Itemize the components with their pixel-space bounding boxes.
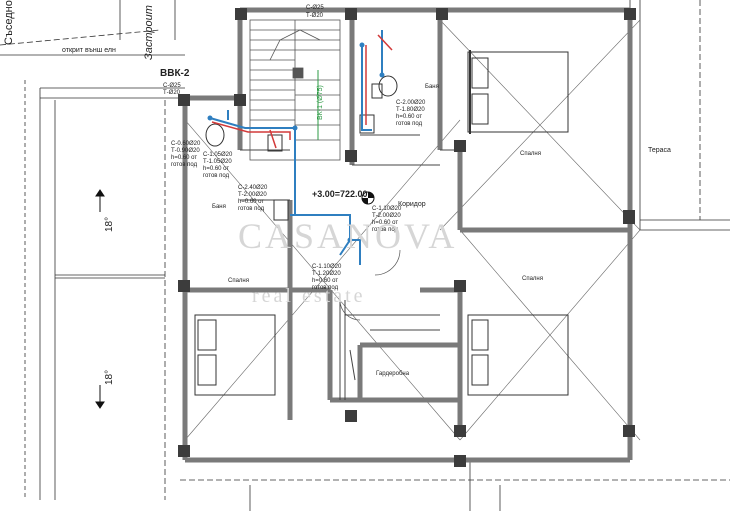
bed-left [194, 314, 276, 396]
label-terrace: Тераса [648, 147, 671, 154]
label-neighbor: Съседно [3, 0, 15, 45]
svg-text:готов под: готов под [312, 285, 339, 291]
fixture-note: С-1.10Ø20 Т-1.20Ø20 h=0.60 от готов под [312, 264, 342, 291]
svg-text:готов под: готов под [238, 206, 265, 212]
label-bedroom-right: Спалня [522, 276, 543, 282]
svg-text:С-0.60Ø20: С-0.60Ø20 [171, 141, 201, 147]
bed-bottom-right [467, 314, 569, 396]
fixture-note: С-1.10Ø20 Т-2.00Ø20 h=0.60 от готов под [372, 206, 402, 233]
svg-text:готов под: готов под [372, 227, 399, 233]
svg-text:h=0.60 от: h=0.60 от [171, 155, 197, 161]
label-top-t: Т-Ø20 [306, 13, 324, 19]
svg-text:h=0.60 от: h=0.60 от [396, 114, 422, 120]
fixture-note: С-2.40Ø20 Т-2.00Ø20 h=0.60 от готов под [238, 185, 268, 212]
svg-text:С-1.05Ø20: С-1.05Ø20 [203, 152, 233, 158]
label-bedroom-top: Спалня [520, 151, 541, 157]
fixture-note: С-1.05Ø20 Т-1.05Ø20 h=0.60 от готов под [203, 152, 233, 179]
pipe-markers [207, 42, 385, 243]
slope-arrows [95, 189, 105, 409]
label-vvk: ВВК-2 [160, 68, 190, 79]
diagonal-lines [184, 19, 641, 441]
elevation-marker [361, 191, 375, 205]
label-built: Застроит [143, 5, 155, 60]
svg-text:Т-2.00Ø20: Т-2.00Ø20 [238, 192, 267, 198]
pipes-hot [211, 34, 393, 149]
label-top-c: С-Ø25 [306, 5, 324, 11]
svg-text:h=0.60 от: h=0.60 от [203, 166, 229, 172]
label-roof-top: 18° [104, 217, 115, 232]
partitions [240, 134, 460, 400]
svg-text:h=0.60 от: h=0.60 от [238, 199, 264, 205]
svg-text:h=0.60 от: h=0.60 от [372, 220, 398, 226]
label-bedroom-left: Спалня [228, 278, 249, 284]
svg-text:Т-1.20Ø20: Т-1.20Ø20 [312, 271, 341, 277]
watermark-subtitle: real estate [252, 285, 366, 307]
staircase [249, 19, 341, 161]
columns [178, 8, 636, 467]
svg-text:С-1.10Ø20: С-1.10Ø20 [372, 206, 402, 212]
svg-text:Т-1.80Ø20: Т-1.80Ø20 [396, 107, 425, 113]
label-open-balcony: открит външ елн [62, 47, 116, 54]
watermark-title: CASANOVA [238, 216, 457, 256]
svg-text:готов под: готов под [171, 162, 198, 168]
svg-text:С-2.40Ø20: С-2.40Ø20 [238, 185, 268, 191]
label-corridor: Коридор [398, 201, 426, 208]
label-bath-left: Баня [212, 204, 226, 210]
svg-text:Т-2.00Ø20: Т-2.00Ø20 [372, 213, 401, 219]
fixture-note: С-0.60Ø20 Т-0.90Ø20 h=0.60 от готов под [171, 141, 201, 168]
svg-text:h=0.60 от: h=0.60 от [312, 278, 338, 284]
svg-text:Т-0.90Ø20: Т-0.90Ø20 [171, 148, 200, 154]
bath-fixtures [205, 75, 398, 221]
label-elevation: +3.00=722.00 [312, 189, 368, 199]
label-roof-bottom: 18° [104, 370, 115, 385]
bed-top-right [467, 50, 569, 134]
svg-text:Т-1.05Ø20: Т-1.05Ø20 [203, 159, 232, 165]
label-wardrobe: Гардеробна [376, 371, 410, 377]
label-riser: ВК-1 (Ø75) [317, 85, 324, 120]
fixture-note: С-2.00Ø20 Т-1.80Ø20 h=0.60 от готов под [396, 100, 426, 127]
svg-text:готов под: готов под [396, 121, 423, 127]
label-vvk-t: Т-Ø20 [163, 90, 181, 96]
svg-text:С-2.00Ø20: С-2.00Ø20 [396, 100, 426, 106]
svg-text:С-1.10Ø20: С-1.10Ø20 [312, 264, 342, 270]
label-vvk-c: С-Ø25 [163, 83, 181, 89]
door-swings [339, 249, 401, 321]
svg-text:готов под: готов под [203, 173, 230, 179]
label-bath-top: Баня [425, 84, 439, 90]
